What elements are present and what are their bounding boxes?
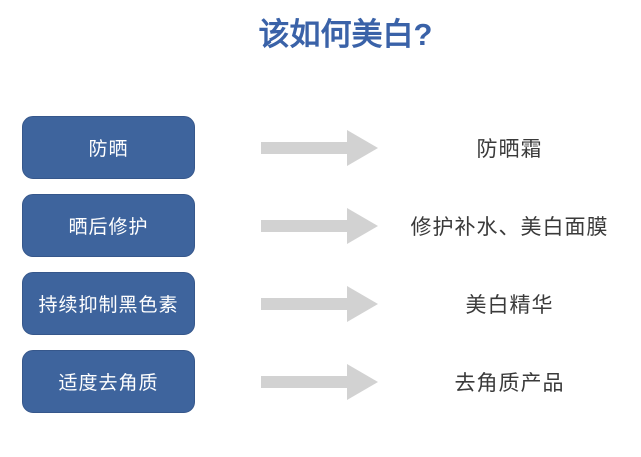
step-box: 持续抑制黑色素 — [22, 272, 195, 335]
step-label: 适度去角质 — [58, 373, 159, 394]
step-box: 防晒 — [22, 116, 195, 179]
product-label: 美白精华 — [465, 293, 554, 317]
page-title: 该如何美白? — [258, 17, 433, 52]
right-arrow-icon — [261, 363, 378, 400]
diagram-rows: 防晒 防晒霜 晒后修护 修护补水、美白面膜 持续抑制黑色素 美白精华 — [0, 116, 641, 413]
step-box: 适度去角质 — [22, 350, 195, 413]
step-label: 防晒 — [88, 139, 129, 160]
right-arrow-icon — [261, 207, 378, 244]
step-label: 持续抑制黑色素 — [38, 295, 179, 316]
right-arrow-icon — [261, 129, 378, 166]
diagram-row-exfoliate: 适度去角质 去角质产品 — [0, 350, 641, 413]
diagram-row-after-sun-repair: 晒后修护 修护补水、美白面膜 — [0, 194, 641, 257]
diagram-row-inhibit-melanin: 持续抑制黑色素 美白精华 — [0, 272, 641, 335]
right-arrow-icon — [261, 285, 378, 322]
step-box: 晒后修护 — [22, 194, 195, 257]
diagram-row-sunscreen: 防晒 防晒霜 — [0, 116, 641, 179]
product-label: 修护补水、美白面膜 — [410, 215, 609, 239]
step-label: 晒后修护 — [68, 217, 149, 238]
product-label: 去角质产品 — [454, 371, 565, 395]
product-label: 防晒霜 — [476, 137, 543, 161]
